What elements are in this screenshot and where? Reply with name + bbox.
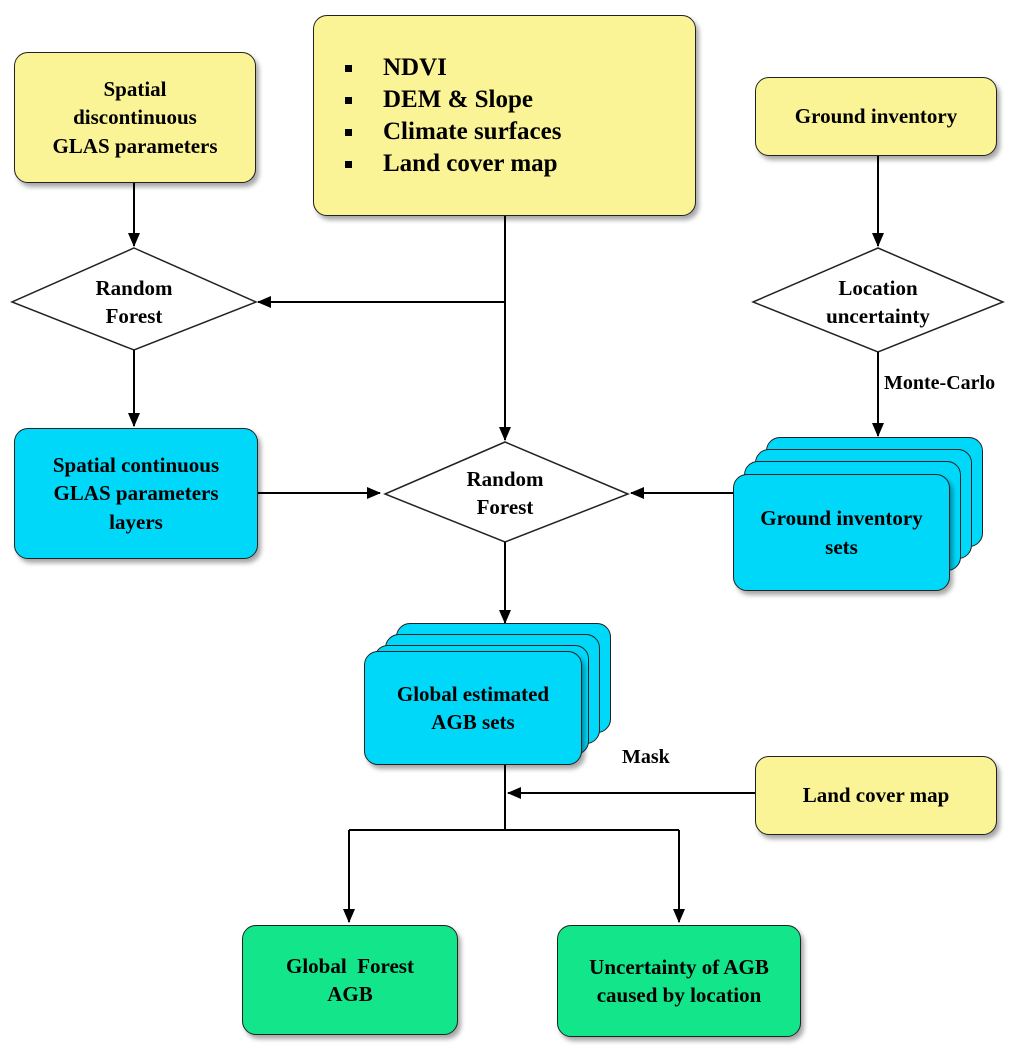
glas-continuous-line-1: Spatial continuous	[52, 452, 220, 477]
forest-agb-line-2: AGB	[327, 982, 373, 1006]
forest-agb-line-1: Global Forest	[286, 953, 414, 978]
rf-top-line-2: Forest	[105, 304, 163, 328]
uncertainty-agb-line-1: Uncertainty of AGB	[589, 954, 769, 979]
covariates-list: NDVI DEM & Slope Climate surfaces Land c…	[345, 52, 561, 180]
rf-center-line-1: Random	[466, 467, 544, 491]
rf-top-label: Random Forest	[34, 272, 234, 332]
land-cover-label: Land cover map	[802, 783, 950, 808]
ground-inventory-box: Ground inventory	[755, 77, 997, 156]
location-uncertainty-line-1: Location	[838, 276, 918, 300]
covariate-label: Climate surfaces	[383, 118, 562, 145]
agb-sets-line-1: Global estimated	[396, 681, 550, 706]
glas-continuous-line-2: GLAS parameters	[53, 481, 219, 506]
uncertainty-agb-line-2: caused by location	[596, 983, 762, 1007]
bullet-icon	[345, 128, 352, 136]
bullet-icon	[345, 96, 352, 104]
forest-agb-box: Global Forest AGB	[242, 925, 458, 1035]
glas-continuous-line-3: layers	[109, 509, 163, 534]
glas-discontinuous-line-1: Spatial	[103, 76, 167, 101]
covariates-box	[313, 15, 696, 216]
mask-label: Mask	[622, 746, 670, 768]
glas-discontinuous-line-2: discontinuous	[73, 105, 197, 130]
rf-top-line-1: Random	[95, 276, 173, 300]
glas-discontinuous-line-3: GLAS parameters	[52, 133, 218, 158]
ground-inventory-label: Ground inventory	[794, 104, 958, 129]
covariate-label: NDVI	[383, 54, 447, 81]
covariate-label: Land cover map	[383, 150, 558, 177]
covariate-item: Land cover map	[345, 148, 561, 180]
covariate-item: NDVI	[345, 52, 561, 84]
covariate-item: Climate surfaces	[345, 116, 561, 148]
glas-continuous-box: Spatial continuous GLAS parameters layer…	[14, 428, 258, 559]
agb-sets-box: Global estimated AGB sets	[364, 651, 582, 765]
location-uncertainty-line-2: uncertainty	[826, 304, 930, 328]
rf-center-line-2: Forest	[476, 495, 534, 519]
bullet-icon	[345, 160, 352, 168]
monte-carlo-label: Monte-Carlo	[884, 372, 996, 394]
covariate-label: DEM & Slope	[383, 86, 533, 113]
glas-discontinuous-box: Spatial discontinuous GLAS parameters	[14, 52, 256, 183]
rf-center-label: Random Forest	[405, 463, 605, 523]
covariate-item: DEM & Slope	[345, 84, 561, 116]
uncertainty-agb-box: Uncertainty of AGB caused by location	[557, 925, 801, 1037]
bullet-icon	[345, 64, 352, 72]
agb-sets-line-2: AGB sets	[431, 710, 515, 734]
land-cover-box: Land cover map	[755, 756, 997, 835]
ground-sets-box: Ground inventory sets	[733, 474, 950, 591]
ground-sets-line-1: Ground inventory	[760, 506, 923, 531]
location-uncertainty-label: Location uncertainty	[773, 272, 983, 332]
ground-sets-line-2: sets	[825, 534, 858, 559]
